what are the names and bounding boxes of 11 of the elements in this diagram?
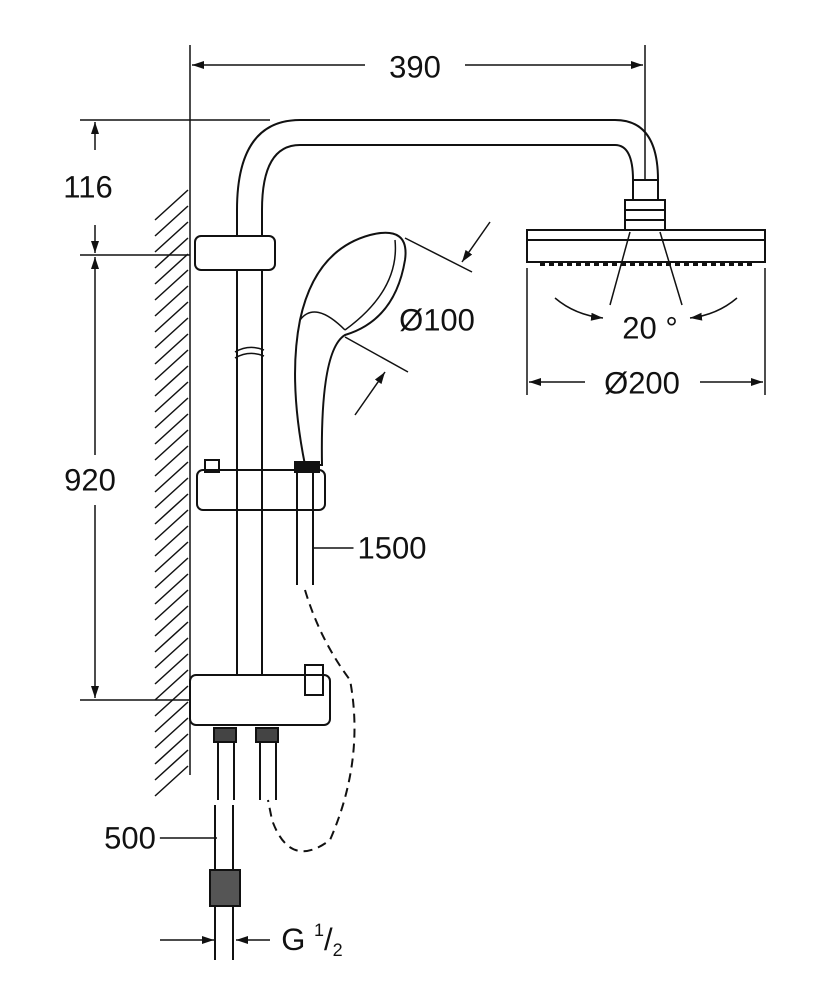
length-label: 500 [104, 822, 156, 854]
leader-line [313, 547, 354, 549]
dimension-label: 920 [64, 464, 116, 496]
dimension-label: 116 [63, 172, 113, 202]
leader-line [160, 837, 217, 839]
thread-size-label: G $^{1}$/$_{2}$ [281, 921, 343, 959]
diameter-label: Ø100 [399, 304, 475, 336]
angle-label: 20 ° [622, 312, 678, 344]
dimension-label: 390 [389, 52, 441, 82]
diameter-label: Ø200 [604, 368, 680, 398]
length-label: 1500 [358, 532, 426, 564]
